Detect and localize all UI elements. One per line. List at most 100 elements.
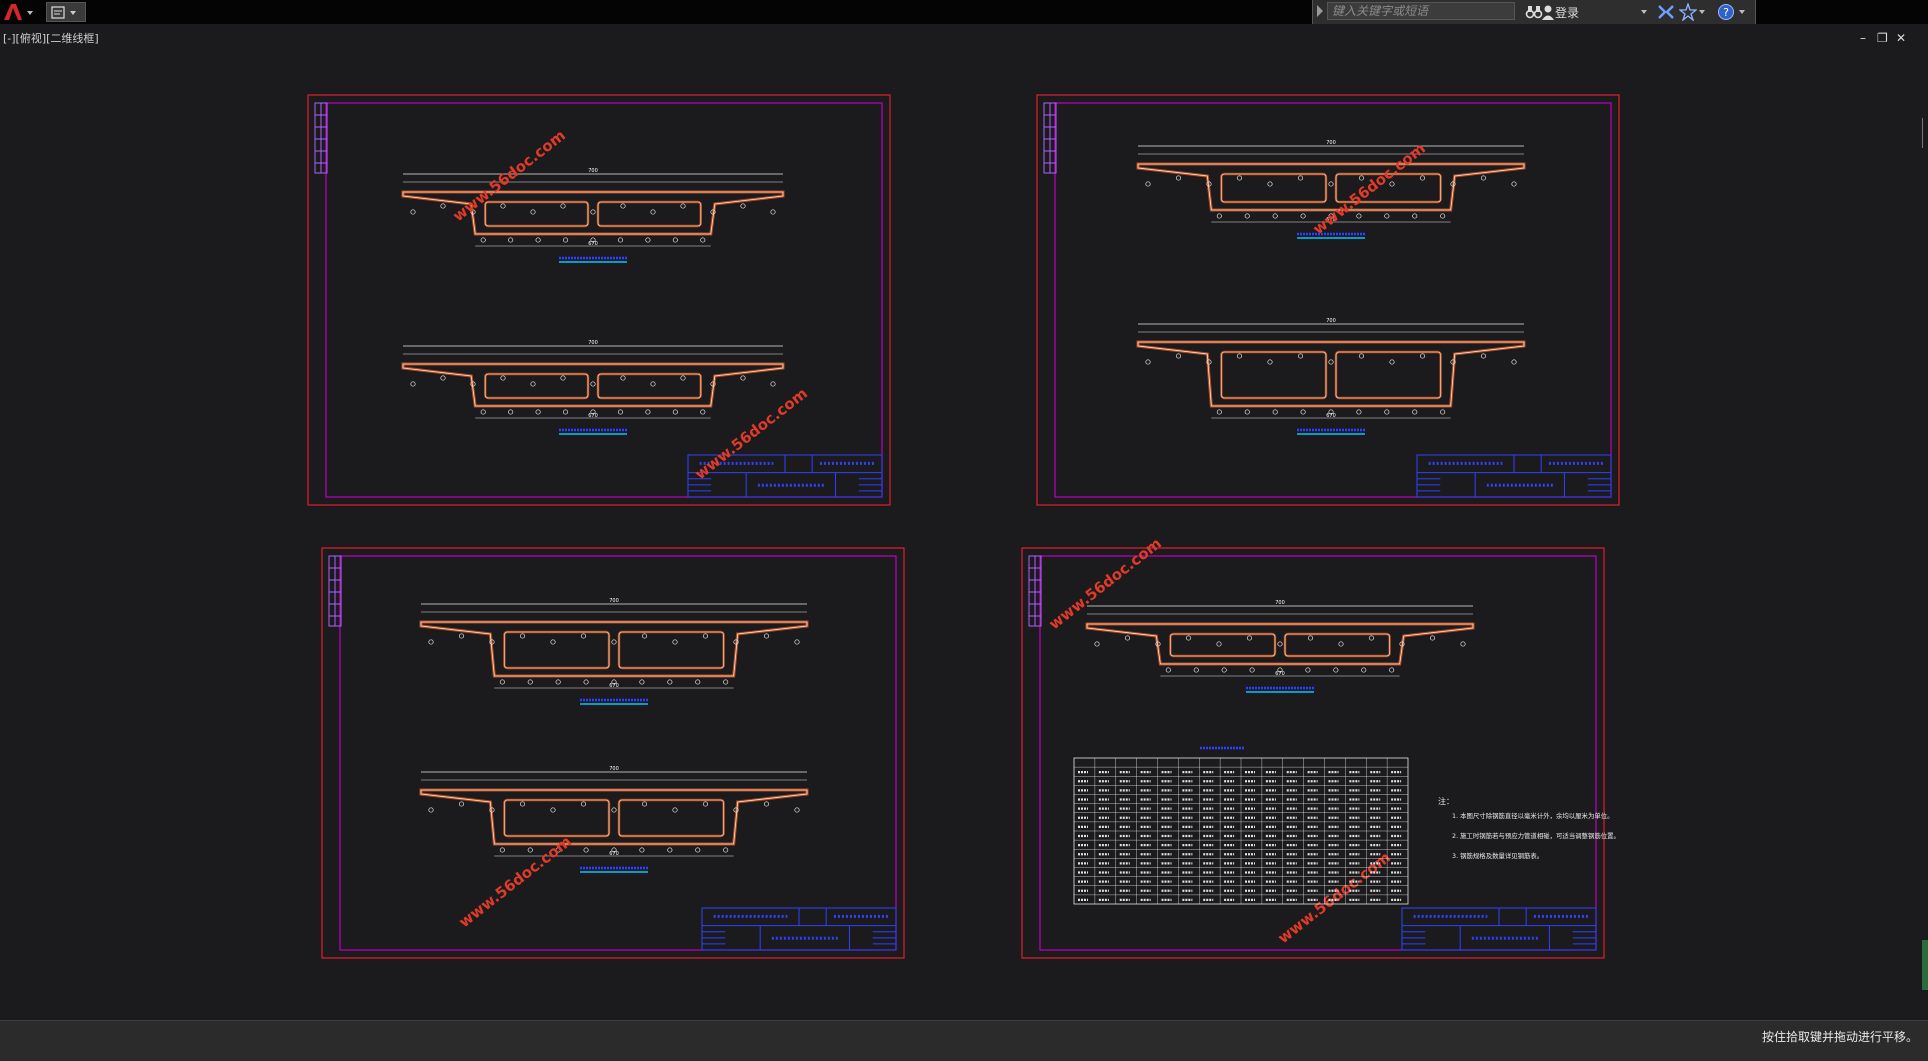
rebar-callout	[470, 209, 476, 215]
quick-access-icon	[51, 6, 76, 19]
cell-outline	[1284, 633, 1390, 657]
rebar-callout	[1368, 635, 1375, 641]
rebar-callout	[1389, 181, 1395, 187]
rebar-callout	[1155, 641, 1161, 647]
rebar-callout	[499, 679, 505, 685]
rebar-callout	[1358, 353, 1365, 359]
rebar-callout	[1328, 409, 1334, 415]
rebar-callout	[1328, 213, 1334, 219]
dimension-label: 670	[588, 413, 598, 419]
star-dropdown-caret[interactable]	[1699, 10, 1705, 14]
rebar-callout	[1297, 353, 1304, 359]
watermark-text: www.56doc.com	[1274, 848, 1394, 947]
rebar-callout	[562, 237, 569, 243]
exchange-icon[interactable]	[1657, 3, 1675, 21]
status-prompt: 按住拾取键并拖动进行平移。	[1761, 1030, 1918, 1044]
rebar-callout	[1145, 359, 1151, 365]
cell-outline	[484, 373, 589, 399]
rebar-callout	[1356, 409, 1362, 415]
section-outline	[1086, 623, 1474, 665]
rebar-callout	[1145, 181, 1151, 187]
star-icon[interactable]	[1679, 3, 1697, 21]
quick-access-button[interactable]	[46, 2, 86, 22]
login-label[interactable]: 登录	[1555, 6, 1580, 20]
rebar-callout	[620, 375, 626, 381]
cell-rebar	[1283, 632, 1391, 658]
rebar-callout	[555, 679, 561, 685]
dimension-label: 700	[609, 766, 619, 772]
rebar-callout	[1300, 213, 1306, 219]
drawing-canvas[interactable]: 700670700670www.56doc.comwww.56doc.com70…	[0, 24, 1920, 1020]
sheet-inner-frame	[325, 102, 883, 498]
help-icon[interactable]: ?	[1717, 3, 1735, 21]
search-arrow-icon[interactable]	[1317, 5, 1323, 17]
rebar-callout	[1124, 635, 1131, 641]
viewport-close-button[interactable]: ✕	[1896, 31, 1907, 45]
rebar-callout	[1216, 641, 1222, 647]
rebar-callout	[680, 203, 686, 209]
rebar-callout	[1267, 181, 1273, 187]
cell-outline	[1335, 351, 1441, 399]
login-dropdown-caret[interactable]	[1641, 10, 1647, 14]
rebar-callout	[535, 409, 541, 415]
rebar-callout	[550, 807, 556, 813]
rebar-callout	[794, 639, 800, 645]
rebar-callout	[1440, 213, 1446, 219]
rebar-callout	[645, 237, 651, 243]
rebar-callout	[620, 203, 626, 209]
rebar-callout	[733, 639, 739, 645]
rebar-callout	[641, 633, 648, 639]
viewport-restore-button[interactable]: ❐	[1877, 31, 1888, 45]
binoculars-icon[interactable]	[1525, 3, 1543, 21]
dimension-label: 670	[588, 241, 598, 247]
rebar-callout	[1328, 181, 1334, 187]
rebar-callout	[611, 847, 617, 853]
rebar-callout	[1185, 635, 1192, 641]
rebar-callout	[580, 801, 587, 807]
help-dropdown-caret[interactable]	[1739, 10, 1745, 14]
rebar-callout	[1419, 353, 1426, 359]
cell-outline	[1335, 173, 1441, 203]
rebar-callout	[700, 237, 706, 243]
watermark-text: www.56doc.com	[455, 832, 575, 931]
rebar-outline	[1136, 340, 1526, 408]
rebar-callout	[1480, 353, 1487, 359]
rebar-callout	[527, 847, 533, 853]
cell-rebar	[617, 630, 725, 670]
rebar-callout	[1307, 635, 1314, 641]
rebar-callout	[611, 807, 617, 813]
dimension-label: 700	[1275, 600, 1285, 606]
rebar-callout	[1389, 359, 1395, 365]
title-bar: 登录 ?	[0, 0, 1928, 24]
rebar-callout	[639, 679, 645, 685]
user-icon[interactable]	[1539, 3, 1557, 21]
sheet-inner-frame	[1054, 102, 1612, 498]
viewport-minimize-button[interactable]: –	[1860, 31, 1866, 45]
watermark-text: www.56doc.com	[1045, 534, 1165, 633]
rebar-callout	[702, 633, 709, 639]
rebar-callout	[458, 633, 465, 639]
rebar-callout	[1412, 213, 1418, 219]
navigation-bar-indicator[interactable]	[1922, 940, 1928, 990]
autocad-logo-icon[interactable]	[2, 2, 40, 22]
rebar-callout	[550, 639, 556, 645]
rebar-callout	[480, 237, 486, 243]
search-input[interactable]	[1327, 2, 1515, 20]
rebar-callout	[440, 375, 446, 381]
rebar-callout	[763, 633, 770, 639]
vertical-scroll-indicator[interactable]	[1922, 118, 1928, 148]
rebar-callout	[535, 237, 541, 243]
rebar-callout	[1244, 409, 1250, 415]
section-outline	[402, 191, 784, 235]
rebar-callout	[519, 633, 526, 639]
rebar-callout	[1419, 175, 1426, 181]
sheet-outer-frame	[1036, 94, 1620, 506]
rebar-callout	[1297, 175, 1304, 181]
section-outline	[1137, 163, 1525, 211]
rebar-callout	[1193, 667, 1199, 673]
viewport-label[interactable]: [-][俯视][二维线框]	[3, 32, 99, 45]
rebar-callout	[1206, 359, 1212, 365]
